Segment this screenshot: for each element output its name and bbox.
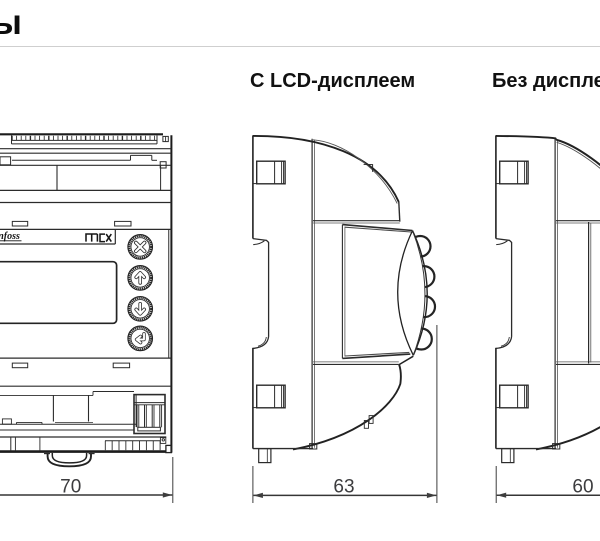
svg-text:60: 60 [572,476,593,497]
svg-text:63: 63 [333,477,354,498]
svg-text:Danfoss: Danfoss [0,231,20,242]
svg-text:70: 70 [60,476,81,497]
